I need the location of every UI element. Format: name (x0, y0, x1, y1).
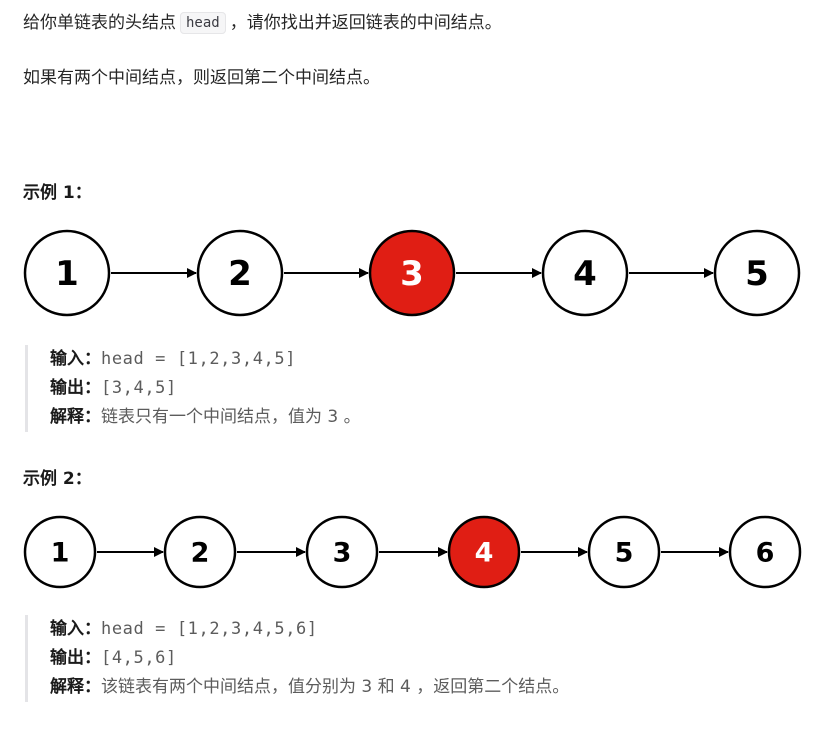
input-value: head = [1,2,3,4,5,6] (101, 619, 318, 639)
node-circle (196, 229, 284, 317)
node-circle (541, 229, 629, 317)
node-value: 2 (228, 254, 252, 294)
node-value: 1 (51, 538, 70, 569)
example-2-explanation-line: 解释：该链表有两个中间结点，值分别为 3 和 4 ，返回第二个结点。 (50, 673, 569, 702)
explanation-label: 解释： (50, 407, 101, 427)
node-value: 6 (756, 538, 775, 569)
node-circle (23, 229, 111, 317)
explanation-value: 该链表有两个中间结点，值分别为 3 和 4 ，返回第二个结点。 (101, 677, 570, 697)
statement-text-before: 给你单链表的头结点 (23, 13, 176, 33)
example-2-details: 输入：head = [1,2,3,4,5,6] 输出：[4,5,6] 解释：该链… (25, 615, 569, 702)
example-2-output-line: 输出：[4,5,6] (50, 644, 569, 673)
example-2-linked-list-diagram: 1 2 3 4 5 6 (23, 515, 802, 589)
list-node: 6 (728, 515, 802, 589)
node-value: 4 (573, 254, 597, 294)
explanation-label: 解释： (50, 677, 101, 697)
input-value: head = [1,2,3,4,5] (101, 349, 297, 369)
output-value: [3,4,5] (101, 378, 177, 398)
node-value: 4 (475, 538, 494, 569)
example-1-linked-list-diagram: 1 2 3 4 5 (23, 229, 801, 317)
example-2-input-line: 输入：head = [1,2,3,4,5,6] (50, 615, 569, 644)
problem-note: 如果有两个中间结点，则返回第二个中间结点。 (23, 68, 380, 88)
example-1-details: 输入：head = [1,2,3,4,5] 输出：[3,4,5] 解释：链表只有… (25, 345, 361, 432)
list-node: 1 (23, 229, 111, 317)
node-circle (713, 229, 801, 317)
list-node: 2 (196, 229, 284, 317)
input-label: 输入： (50, 349, 101, 369)
list-node: 3 (305, 515, 379, 589)
list-node: 5 (713, 229, 801, 317)
node-value: 3 (333, 538, 352, 569)
example-2-title: 示例 2： (23, 469, 92, 489)
node-circle (305, 515, 379, 589)
list-node: 2 (163, 515, 237, 589)
node-value: 3 (400, 254, 424, 294)
node-value: 1 (55, 254, 79, 294)
explanation-value: 链表只有一个中间结点，值为 3 。 (101, 407, 361, 427)
inline-code-head: head (180, 12, 226, 34)
example-1-input-line: 输入：head = [1,2,3,4,5] (50, 345, 361, 374)
output-label: 输出： (50, 378, 101, 398)
node-circle (368, 229, 456, 317)
statement-text-after: ，请你找出并返回链表的中间结点。 (229, 13, 502, 33)
node-circle (587, 515, 661, 589)
node-circle (728, 515, 802, 589)
list-node: 4 (541, 229, 629, 317)
example-1-explanation-line: 解释：链表只有一个中间结点，值为 3 。 (50, 403, 361, 432)
node-circle (163, 515, 237, 589)
input-label: 输入： (50, 619, 101, 639)
node-circle (447, 515, 521, 589)
output-value: [4,5,6] (101, 648, 177, 668)
node-circle (23, 515, 97, 589)
example-1-output-line: 输出：[3,4,5] (50, 374, 361, 403)
middle-node: 4 (447, 515, 521, 589)
list-node: 1 (23, 515, 97, 589)
node-value: 5 (745, 254, 769, 294)
node-value: 2 (191, 538, 210, 569)
middle-node: 3 (368, 229, 456, 317)
example-1-title: 示例 1： (23, 183, 92, 203)
list-node: 5 (587, 515, 661, 589)
node-value: 5 (615, 538, 634, 569)
output-label: 输出： (50, 648, 101, 668)
